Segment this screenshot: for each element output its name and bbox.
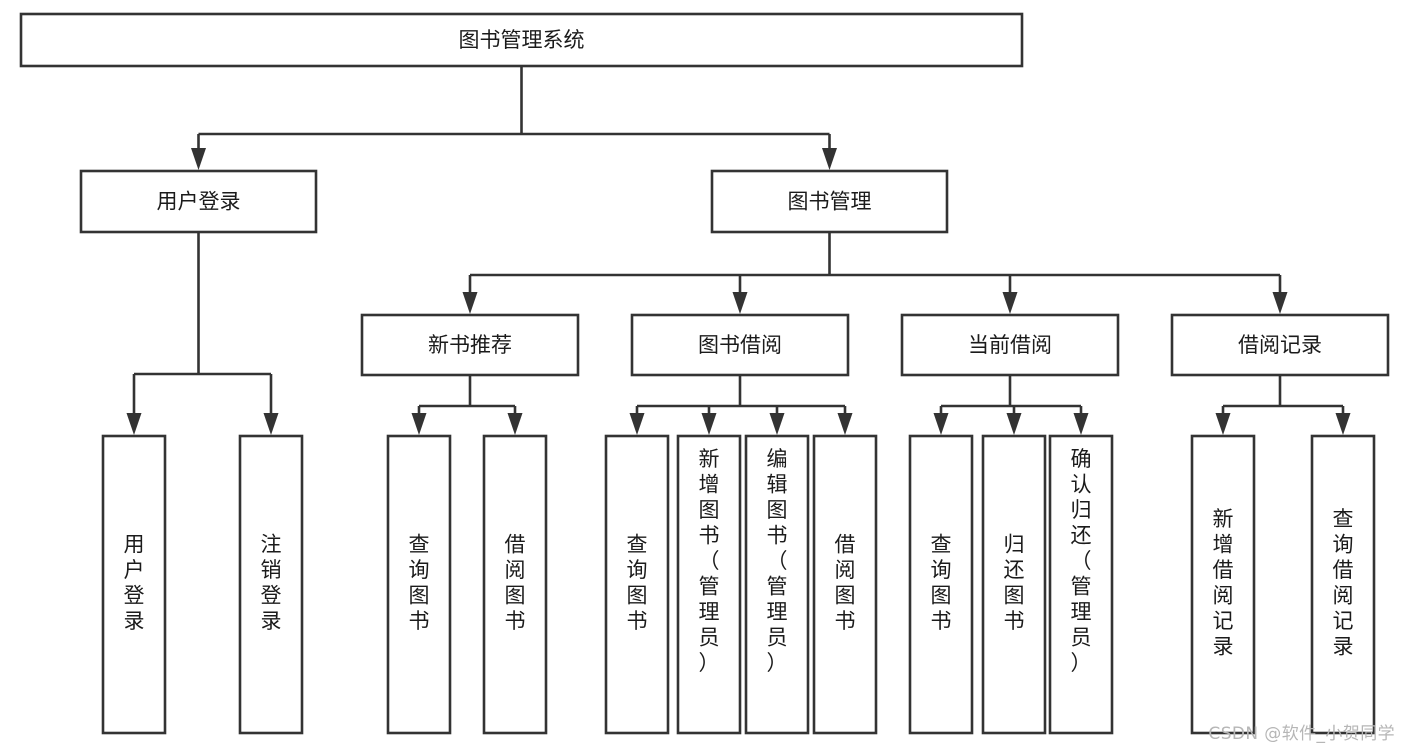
- node-label-leaf-c-confirm: 确认归还（管理员）: [1071, 447, 1092, 675]
- node-login[interactable]: 用户登录: [79, 169, 318, 234]
- connector-group-borrow: [629, 375, 853, 435]
- arrow-head-icon: [837, 413, 853, 435]
- node-label-leaf-b-edit: 编辑图书（管理员）: [767, 447, 788, 675]
- arrow-head-icon: [263, 413, 279, 435]
- node-leaf-c-return[interactable]: 归还图书: [981, 434, 1047, 735]
- node-box-newbook[interactable]: [360, 313, 580, 377]
- arrow-head-icon: [191, 148, 206, 170]
- node-label-borrow: 图书借阅: [698, 333, 782, 357]
- node-label-bookmgmt: 图书管理: [788, 190, 872, 214]
- node-box-leaf-new-borrow[interactable]: [482, 434, 548, 735]
- node-leaf-b-lend[interactable]: 借阅图书: [812, 434, 878, 735]
- node-label-leaf-b-lend: 借阅图书: [835, 533, 856, 634]
- node-records[interactable]: 借阅记录: [1170, 313, 1390, 377]
- node-leaf-new-borrow[interactable]: 借阅图书: [482, 434, 548, 735]
- connector-group-newbook: [411, 375, 523, 435]
- node-label-leaf-r-add: 新增借阅记录: [1213, 507, 1234, 659]
- node-leaf-r-query[interactable]: 查询借阅记录: [1310, 434, 1376, 735]
- node-label-records: 借阅记录: [1238, 333, 1322, 357]
- node-label-leaf-c-return: 归还图书: [1004, 533, 1025, 634]
- node-leaf-r-add[interactable]: 新增借阅记录: [1190, 434, 1256, 735]
- arrow-head-icon: [769, 413, 785, 435]
- connector-group-records: [1215, 375, 1351, 435]
- connector-group-bookmgmt: [462, 232, 1288, 314]
- nodes-layer: 图书管理系统用户登录图书管理新书推荐图书借阅当前借阅借阅记录用户登录注销登录查询…: [19, 12, 1390, 735]
- arrow-head-icon: [507, 413, 523, 435]
- node-label-leaf-user-login: 用户登录: [124, 533, 145, 634]
- node-box-leaf-c-confirm[interactable]: [1048, 434, 1114, 735]
- arrow-head-icon: [732, 292, 748, 314]
- node-box-leaf-c-return[interactable]: [981, 434, 1047, 735]
- node-label-login: 用户登录: [157, 190, 241, 214]
- node-newbook[interactable]: 新书推荐: [360, 313, 580, 377]
- connector-group-login: [126, 232, 279, 435]
- node-box-login[interactable]: [79, 169, 318, 234]
- node-label-leaf-new-borrow: 借阅图书: [505, 533, 526, 634]
- connector-group-current: [933, 375, 1089, 435]
- node-label-leaf-new-query: 查询图书: [409, 533, 430, 634]
- arrow-head-icon: [822, 148, 837, 170]
- node-root[interactable]: 图书管理系统: [19, 12, 1024, 68]
- node-label-leaf-b-query: 查询图书: [627, 533, 648, 634]
- arrow-head-icon: [126, 413, 142, 435]
- node-leaf-logout[interactable]: 注销登录: [238, 434, 304, 735]
- node-box-leaf-user-login[interactable]: [101, 434, 167, 735]
- arrow-head-icon: [629, 413, 645, 435]
- connector-group-root: [191, 66, 837, 170]
- node-label-newbook: 新书推荐: [428, 333, 512, 357]
- node-box-leaf-c-query[interactable]: [908, 434, 974, 735]
- arrow-head-icon: [1335, 413, 1351, 435]
- node-leaf-c-confirm[interactable]: 确认归还（管理员）: [1048, 434, 1114, 735]
- node-leaf-new-query[interactable]: 查询图书: [386, 434, 452, 735]
- arrow-head-icon: [933, 413, 949, 435]
- node-bookmgmt[interactable]: 图书管理: [710, 169, 949, 234]
- node-box-root[interactable]: [19, 12, 1024, 68]
- node-box-leaf-logout[interactable]: [238, 434, 304, 735]
- arrow-head-icon: [1215, 413, 1231, 435]
- node-leaf-c-query[interactable]: 查询图书: [908, 434, 974, 735]
- arrow-head-icon: [462, 292, 478, 314]
- node-box-leaf-new-query[interactable]: [386, 434, 452, 735]
- node-box-leaf-b-lend[interactable]: [812, 434, 878, 735]
- arrow-head-icon: [1073, 413, 1089, 435]
- node-box-current[interactable]: [900, 313, 1120, 377]
- node-box-leaf-b-add[interactable]: [676, 434, 742, 735]
- node-current[interactable]: 当前借阅: [900, 313, 1120, 377]
- arrow-head-icon: [1002, 292, 1018, 314]
- node-box-leaf-r-add[interactable]: [1190, 434, 1256, 735]
- node-box-leaf-b-edit[interactable]: [744, 434, 810, 735]
- node-box-borrow[interactable]: [630, 313, 850, 377]
- arrow-head-icon: [411, 413, 427, 435]
- node-borrow[interactable]: 图书借阅: [630, 313, 850, 377]
- arrow-head-icon: [1006, 413, 1022, 435]
- node-leaf-b-edit[interactable]: 编辑图书（管理员）: [744, 434, 810, 735]
- node-label-current: 当前借阅: [968, 333, 1052, 357]
- node-leaf-user-login[interactable]: 用户登录: [101, 434, 167, 735]
- node-leaf-b-add[interactable]: 新增图书（管理员）: [676, 434, 742, 735]
- node-leaf-b-query[interactable]: 查询图书: [604, 434, 670, 735]
- node-label-leaf-r-query: 查询借阅记录: [1333, 507, 1354, 659]
- arrow-head-icon: [701, 413, 717, 435]
- node-box-leaf-r-query[interactable]: [1310, 434, 1376, 735]
- node-label-leaf-logout: 注销登录: [261, 533, 282, 634]
- node-label-leaf-b-add: 新增图书（管理员）: [699, 447, 720, 675]
- node-box-bookmgmt[interactable]: [710, 169, 949, 234]
- node-box-records[interactable]: [1170, 313, 1390, 377]
- connectors-layer: [126, 66, 1351, 435]
- node-label-leaf-c-query: 查询图书: [931, 533, 952, 634]
- watermark-label: CSDN @软件_小贺同学: [1208, 724, 1395, 744]
- arrow-head-icon: [1272, 292, 1288, 314]
- node-box-leaf-b-query[interactable]: [604, 434, 670, 735]
- node-label-root: 图书管理系统: [459, 28, 585, 52]
